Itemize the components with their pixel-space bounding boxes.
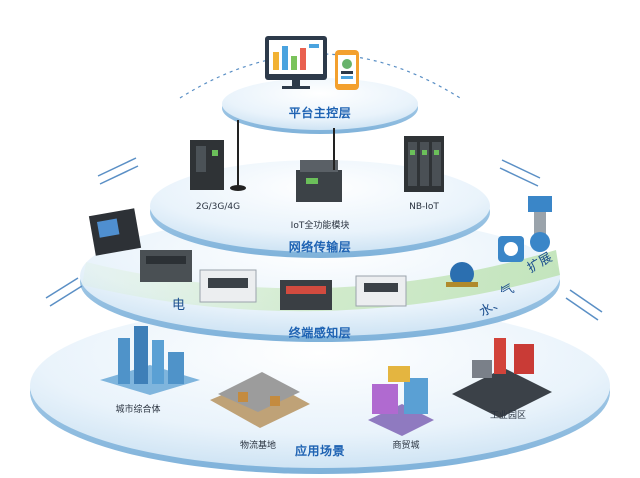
application-layer-disc	[30, 304, 610, 474]
platform-layer-title: 平台主控层	[288, 106, 352, 120]
din-rail-meter-icon	[140, 250, 192, 282]
platform-layer-disc	[179, 53, 461, 134]
urban-complex-scene-icon	[100, 326, 200, 395]
trade-city-scene-icon	[368, 366, 434, 436]
network-layer-title: 网络传输层	[288, 240, 352, 254]
electric-monitor-icon	[199, 269, 257, 303]
gas-meter-icon	[498, 236, 524, 262]
gprs-dtu-device-icon	[190, 120, 246, 191]
scene-label-urban-complex: 城市综合体	[115, 405, 161, 415]
scene-label-logistics-base: 物流基地	[239, 441, 277, 451]
data-flow-arrows-icon	[45, 157, 603, 321]
network-device-label-iot-module: IoT全功能模块	[290, 221, 350, 231]
steam-flowmeter-icon	[528, 196, 552, 252]
power-meter-display-icon	[88, 208, 142, 256]
network-device-label-2g3g4g: 2G/3G/4G	[195, 202, 241, 212]
multifunction-meter-icon	[355, 275, 407, 307]
network-device-label-nb-iot: NB-IoT	[409, 202, 439, 212]
nb-iot-device-icon	[404, 136, 444, 192]
industrial-park-scene-icon	[452, 338, 552, 418]
scene-label-trade-city: 商贸城	[392, 441, 420, 451]
water-meter-icon	[446, 262, 478, 287]
iot-module-device-icon	[296, 128, 342, 202]
terminal-layer-title: 终端感知层	[288, 326, 352, 340]
monitor-dashboard-icon	[265, 36, 327, 89]
mobile-phone-icon	[335, 50, 359, 90]
application-layer-title: 应用场景	[294, 444, 346, 458]
scene-label-industrial-park: 工业园区	[489, 411, 527, 421]
logistics-base-scene-icon	[210, 372, 310, 428]
terminal-electric-label: 电	[172, 298, 186, 313]
energy-meter-icon	[280, 280, 332, 310]
